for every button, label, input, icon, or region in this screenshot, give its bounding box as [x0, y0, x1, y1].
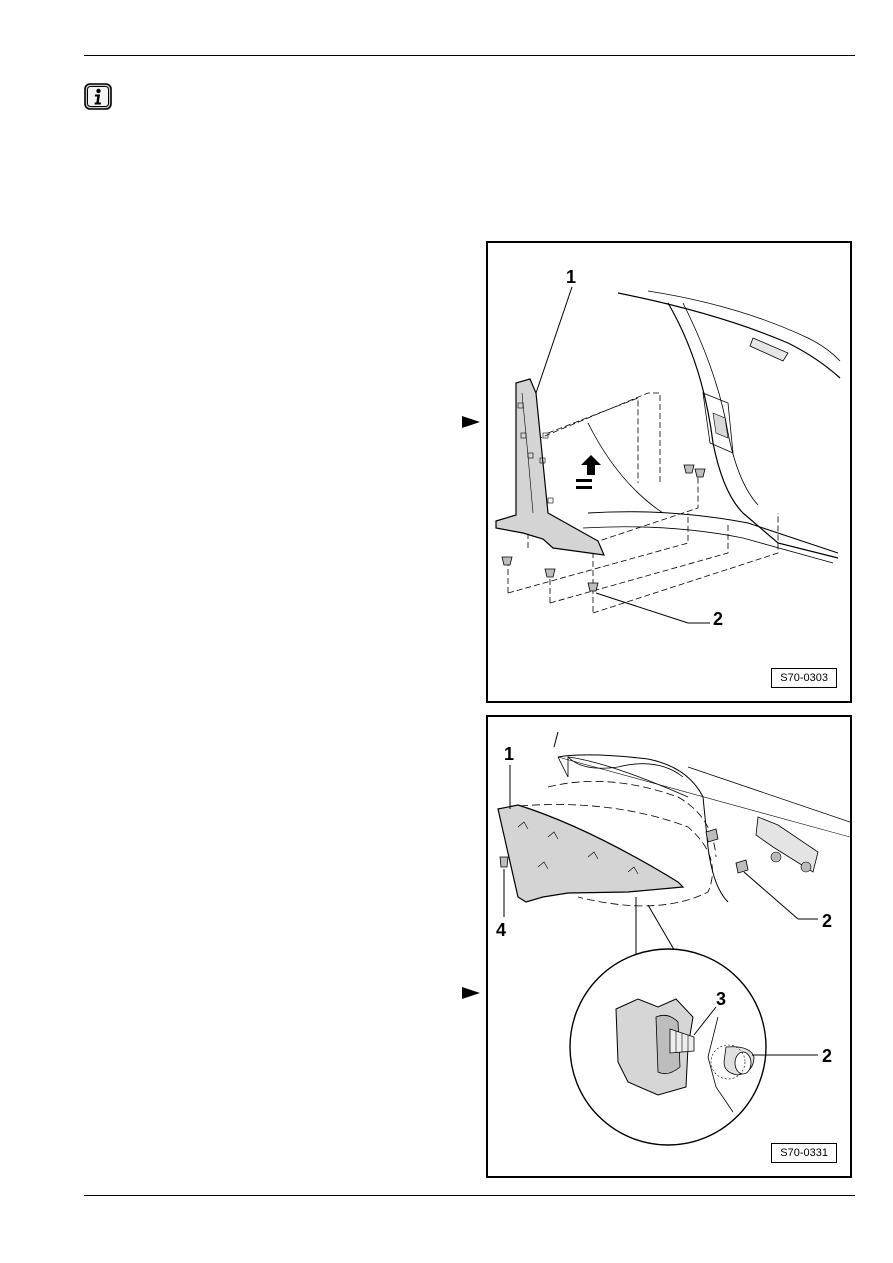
info-icon: [84, 83, 112, 110]
figure-s70-0303: 1 2 S70-0303: [486, 241, 852, 703]
footer-rule: [84, 1195, 855, 1196]
callout-label: 4: [496, 920, 507, 940]
callout-label: 2: [822, 1046, 833, 1066]
figure-s70-0331: 1 2 3 2 4 S70-0331: [486, 715, 852, 1178]
header-rule: [84, 55, 855, 56]
arrow-right-icon: [462, 416, 480, 428]
figure-code: S70-0303: [771, 668, 837, 688]
callout-label: 2: [822, 911, 833, 931]
callout-label: 1: [566, 267, 577, 287]
figure-code: S70-0331: [771, 1143, 837, 1163]
trim-clip-illustration: [497, 731, 850, 1146]
pillar-trim-illustration: [495, 286, 841, 624]
callout-label: 1: [504, 744, 515, 764]
callout-label: 2: [713, 609, 724, 629]
arrow-right-icon: [462, 987, 480, 999]
callout-label: 3: [716, 989, 727, 1009]
